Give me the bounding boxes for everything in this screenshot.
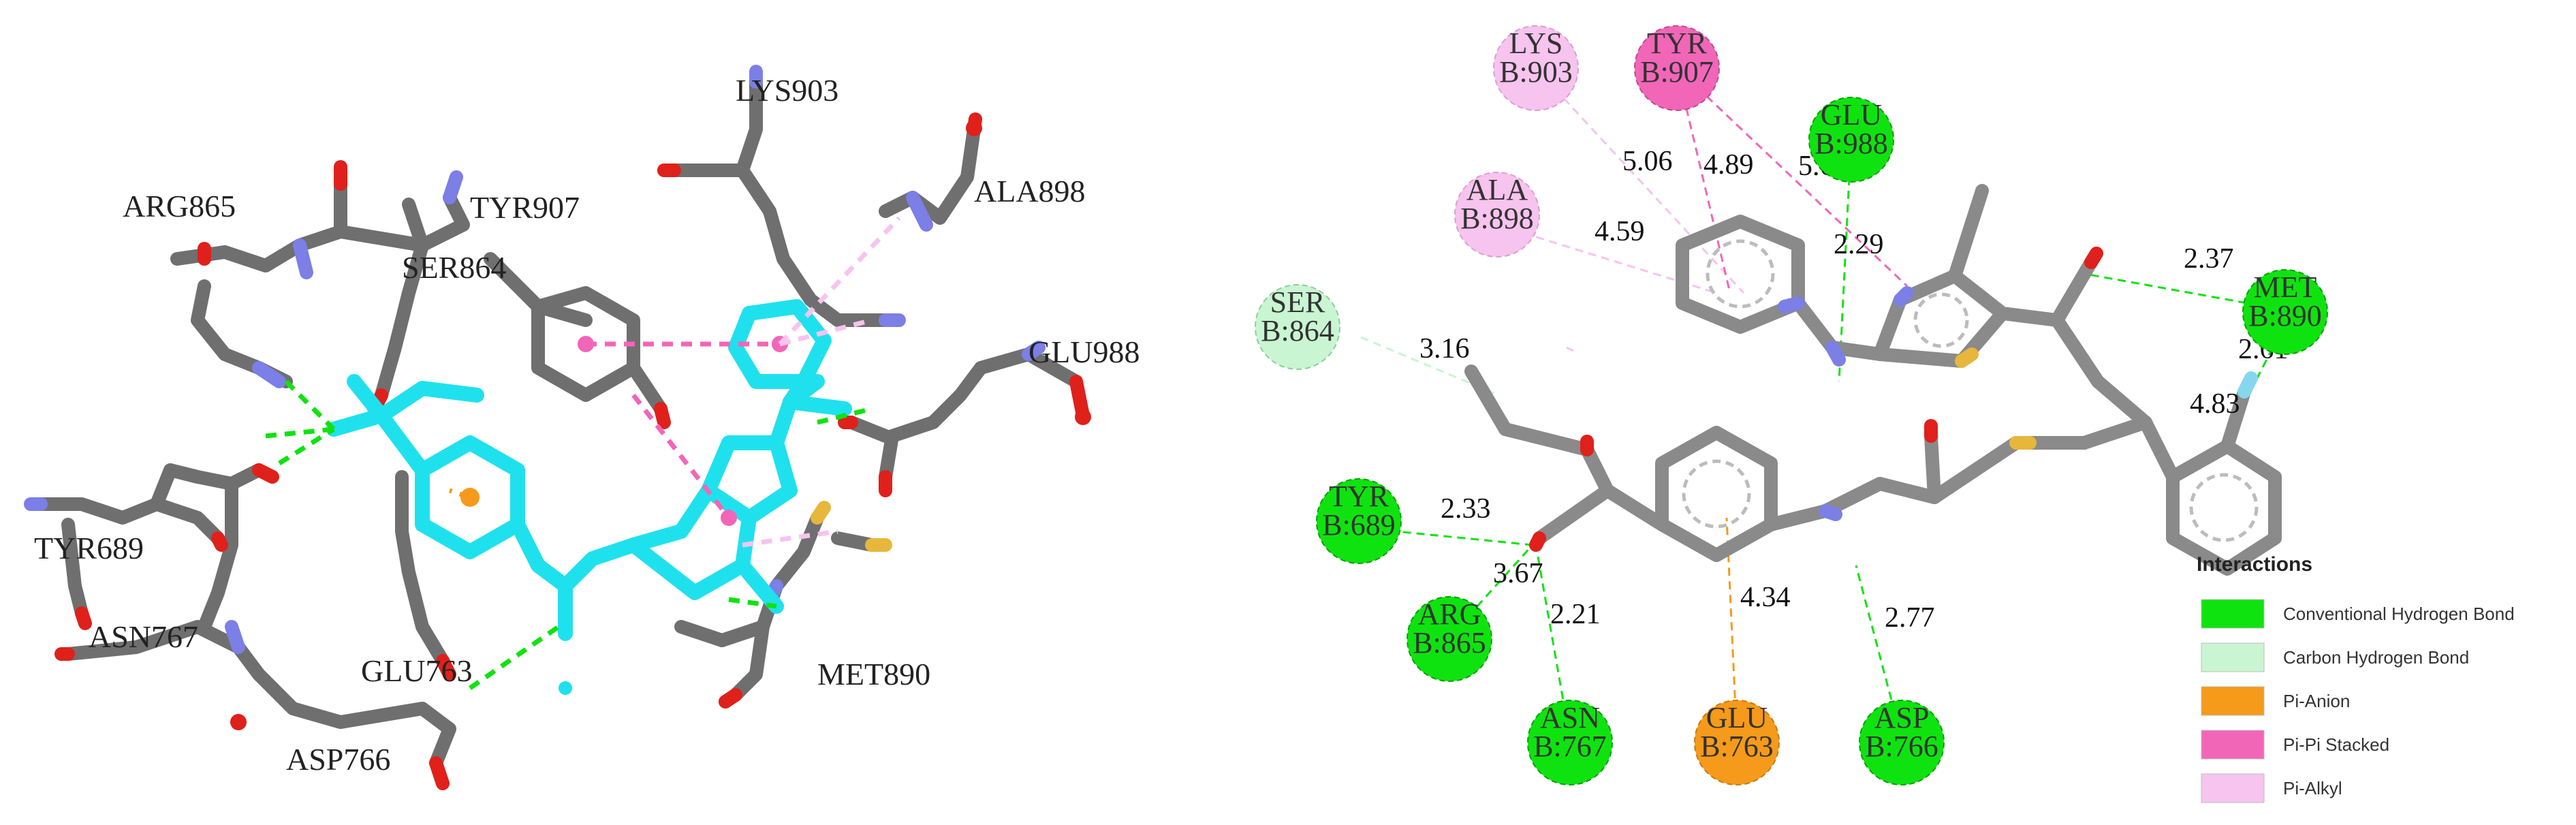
- svg-text:B:767: B:767: [1533, 730, 1607, 763]
- docking-pose-3d: LYS903 ALA898 ARG865 TYR907 SER864 GLU98…: [24, 65, 1140, 790]
- distance-label: 2.37: [2184, 243, 2234, 275]
- svg-text:B:763: B:763: [1700, 730, 1774, 763]
- heteroatoms-2d: [1529, 247, 2258, 552]
- residue-node-glu988: GLU B:988: [1808, 97, 1894, 183]
- svg-text:SER: SER: [1270, 285, 1325, 319]
- label-lys903: LYS903: [736, 73, 838, 108]
- distance-label: 4.59: [1595, 216, 1645, 247]
- distance-label: 3.16: [1419, 333, 1470, 364]
- svg-text:B:864: B:864: [1261, 314, 1334, 347]
- distance-label: 2.29: [1834, 229, 1884, 260]
- legend-item-pi-pi-stacked: Pi-Pi Stacked: [2201, 730, 2389, 760]
- svg-text:ALA: ALA: [1466, 173, 1528, 206]
- aromatic-rings-2d: [1682, 239, 2259, 542]
- svg-text:B:907: B:907: [1640, 55, 1714, 89]
- ligand-skeleton-2d: [1464, 184, 2282, 576]
- residue-node-arg865: ARG B:865: [1407, 596, 1492, 682]
- svg-text:Pi-Alkyl: Pi-Alkyl: [2283, 778, 2342, 798]
- legend: Interactions Conventional Hydrogen Bond …: [2197, 553, 2515, 803]
- distance-label: 4.83: [2190, 388, 2240, 420]
- residue-node-ala898: ALA B:898: [1454, 172, 1540, 258]
- svg-text:Conventional Hydrogen Bond: Conventional Hydrogen Bond: [2283, 604, 2515, 624]
- distance-label: 2.21: [1550, 599, 1601, 630]
- label-asn767: ASN767: [89, 619, 198, 654]
- distance-label: 5.06: [1622, 146, 1673, 177]
- svg-text:TYR: TYR: [1647, 27, 1708, 60]
- label-asp766: ASP766: [286, 742, 390, 777]
- residue-node-asp766: ASP B:766: [1859, 700, 1945, 785]
- legend-title: Interactions: [2197, 553, 2312, 576]
- residue-labels-3d: LYS903 ALA898 ARG865 TYR907 SER864 GLU98…: [34, 73, 1140, 777]
- label-ser864: SER864: [402, 250, 506, 285]
- residue-node-met890: MET B:890: [2242, 269, 2328, 355]
- atom-dots: [230, 120, 1091, 730]
- label-ala898: ALA898: [974, 174, 1086, 208]
- label-arg865: ARG865: [123, 189, 236, 223]
- residue-node-lys903: LYS B:903: [1493, 25, 1579, 111]
- label-tyr689: TYR689: [34, 531, 144, 565]
- label-glu988: GLU988: [1028, 334, 1140, 369]
- svg-text:B:865: B:865: [1413, 626, 1486, 659]
- svg-text:ARG: ARG: [1418, 597, 1481, 631]
- legend-item-pi-alkyl: Pi-Alkyl: [2201, 773, 2342, 803]
- distance-labels: 5.06 4.89 5.60 4.59 2.29 2.37 2.61 4.83 …: [1419, 146, 2289, 634]
- residue-node-tyr689: TYR B:689: [1316, 478, 1402, 564]
- distance-label: 2.77: [1885, 602, 1935, 634]
- svg-text:B:988: B:988: [1815, 127, 1888, 160]
- svg-text:B:890: B:890: [2248, 299, 2322, 332]
- label-glu763: GLU763: [361, 653, 473, 688]
- legend-item-conventional-hbond: Conventional Hydrogen Bond: [2201, 599, 2515, 629]
- svg-text:ASP: ASP: [1874, 701, 1930, 734]
- svg-text:GLU: GLU: [1706, 701, 1768, 734]
- svg-text:Pi-Anion: Pi-Anion: [2283, 691, 2350, 711]
- residue-node-glu763: GLU B:763: [1694, 700, 1780, 785]
- distance-label: 4.34: [1740, 582, 1791, 613]
- svg-text:Pi-Pi Stacked: Pi-Pi Stacked: [2283, 734, 2389, 755]
- protein-residue-sticks: [34, 75, 1083, 770]
- residue-node-tyr907: TYR B:907: [1634, 25, 1720, 111]
- svg-text:Carbon Hydrogen Bond: Carbon Hydrogen Bond: [2283, 647, 2469, 668]
- svg-text:MET: MET: [2254, 270, 2317, 304]
- residue-node-ser864: SER B:864: [1255, 284, 1340, 370]
- legend-item-pi-anion: Pi-Anion: [2201, 686, 2350, 716]
- svg-text:B:689: B:689: [1322, 508, 1396, 542]
- interaction-dashes-3d: [265, 216, 901, 690]
- svg-text:B:766: B:766: [1865, 730, 1938, 763]
- distance-label: 4.89: [1703, 149, 1754, 181]
- residue-nodes: LYS B:903 TYR B:907 GLU B:988 ALA B:898 …: [1255, 25, 2328, 785]
- legend-item-carbon-hbond: Carbon Hydrogen Bond: [2201, 642, 2469, 672]
- distance-label: 2.33: [1441, 493, 1491, 525]
- svg-text:GLU: GLU: [1821, 98, 1882, 131]
- svg-text:ASN: ASN: [1540, 701, 1600, 734]
- svg-text:TYR: TYR: [1329, 480, 1389, 513]
- svg-text:LYS: LYS: [1509, 27, 1563, 60]
- residue-node-asn767: ASN B:767: [1527, 700, 1613, 785]
- interaction-map-2d: 5.06 4.89 5.60 4.59 2.29 2.37 2.61 4.83 …: [1255, 25, 2515, 803]
- ligand-sticks: [326, 299, 852, 641]
- svg-text:B:903: B:903: [1499, 55, 1573, 89]
- label-met890: MET890: [817, 657, 930, 691]
- distance-label: 3.67: [1493, 558, 1543, 589]
- label-tyr907: TYR907: [470, 190, 580, 225]
- svg-text:B:898: B:898: [1460, 202, 1534, 235]
